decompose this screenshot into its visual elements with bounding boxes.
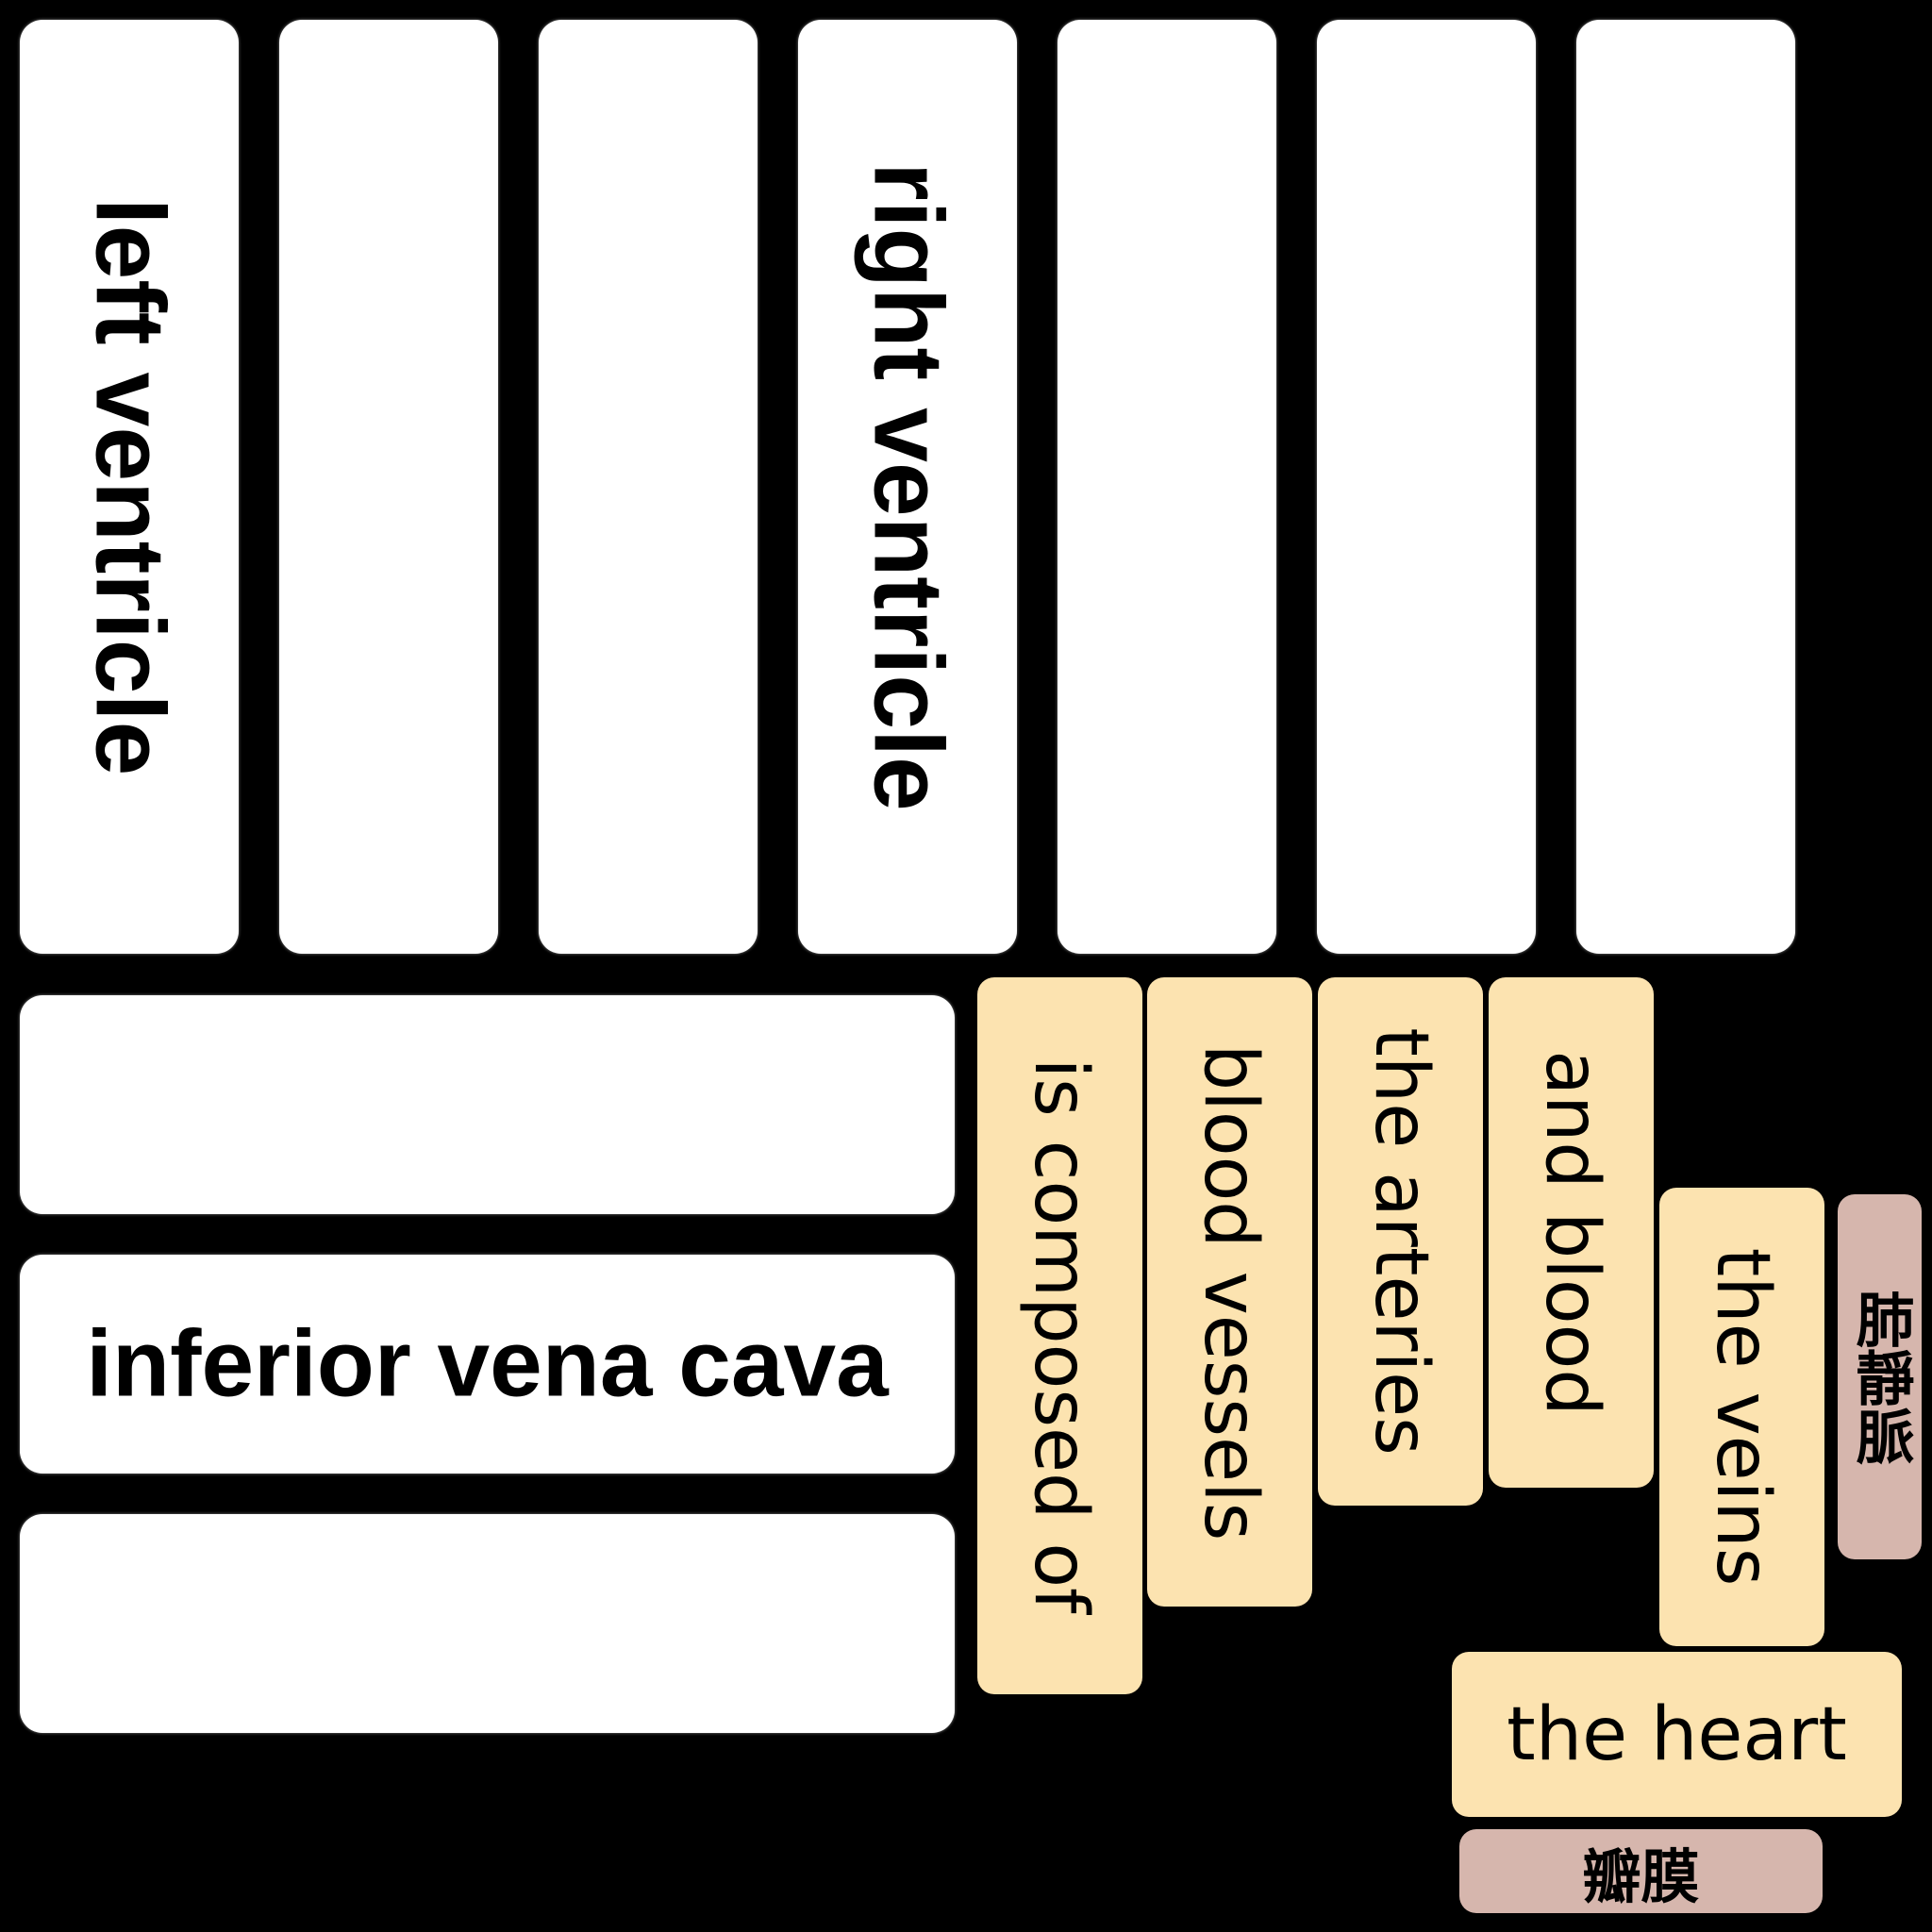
answer-tile[interactable]: the heart bbox=[1452, 1652, 1902, 1817]
answer-tile[interactable]: and blood bbox=[1489, 977, 1654, 1488]
tile-label: the heart bbox=[1507, 1691, 1847, 1777]
drop-slot[interactable] bbox=[20, 1514, 955, 1733]
drop-slot[interactable] bbox=[539, 20, 758, 954]
tile-label: the arteries bbox=[1357, 1027, 1443, 1456]
drop-slot[interactable] bbox=[1058, 20, 1276, 954]
drop-slot[interactable]: right ventricle bbox=[798, 20, 1017, 954]
tile-label: and blood bbox=[1528, 1049, 1614, 1416]
tile-label: blood vessels bbox=[1187, 1043, 1273, 1541]
slot-label: right ventricle bbox=[853, 162, 963, 811]
answer-tile[interactable]: the arteries bbox=[1318, 977, 1483, 1506]
tile-label: the veins bbox=[1699, 1247, 1785, 1587]
answer-tile[interactable]: is composed of bbox=[977, 977, 1142, 1694]
tile-label: is composed of bbox=[1017, 1058, 1103, 1614]
drop-slot[interactable] bbox=[20, 995, 955, 1214]
drop-slot[interactable] bbox=[1576, 20, 1795, 954]
answer-tile[interactable]: blood vessels bbox=[1147, 977, 1312, 1607]
answer-tile[interactable]: 瓣膜 bbox=[1459, 1829, 1823, 1913]
tile-label: 肺靜脈 bbox=[1845, 1289, 1915, 1465]
answer-tile[interactable]: 肺靜脈 bbox=[1838, 1194, 1922, 1559]
slot-label: left ventricle bbox=[75, 197, 185, 776]
drop-slot[interactable]: inferior vena cava bbox=[20, 1255, 955, 1474]
tile-label: 瓣膜 bbox=[1582, 1841, 1700, 1911]
slot-label: inferior vena cava bbox=[86, 1310, 889, 1417]
drop-slot[interactable] bbox=[279, 20, 498, 954]
answer-tile[interactable]: the veins bbox=[1659, 1188, 1824, 1646]
drop-slot[interactable] bbox=[1317, 20, 1536, 954]
drop-slot[interactable]: left ventricle bbox=[20, 20, 239, 954]
